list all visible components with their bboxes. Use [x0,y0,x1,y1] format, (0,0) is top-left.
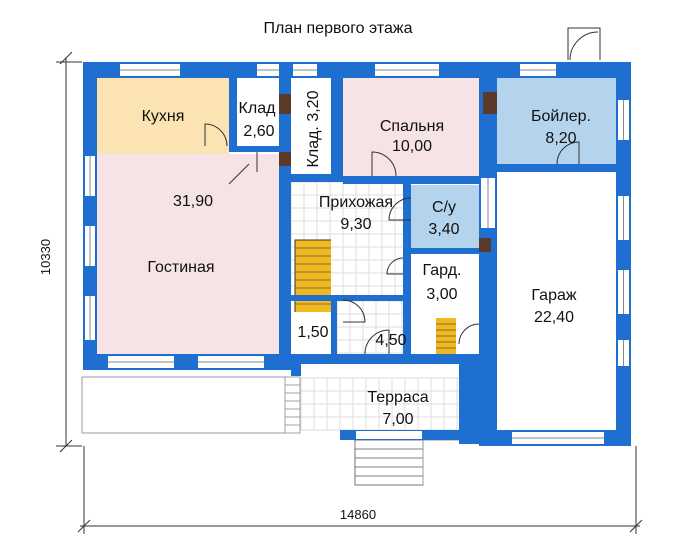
storage1-label: Клад [239,100,277,117]
left-steps [284,376,301,434]
door-kitchen [204,123,228,147]
kitchen-label: Кухня [142,108,185,125]
window-garage-right-1 [618,196,629,240]
garage-area: 22,40 [534,309,574,326]
windows [85,64,629,444]
window-living-bottom-2 [198,356,264,368]
kitchen-fill [97,78,229,154]
terrace-fill [300,377,475,433]
window-storage [257,64,279,76]
living-fill [97,154,279,354]
storage1-area: 2,60 [243,123,274,140]
door-outside [567,27,601,61]
bedroom-area: 10,00 [392,138,432,155]
window-living-bottom-1 [108,356,174,368]
window-living-left-1 [85,156,95,196]
bedroom-label: Спальня [380,118,444,135]
doors [204,27,601,355]
wardrobe-label: Гард. [423,262,462,279]
garage-label: Гараж [531,287,576,304]
boiler-fill [497,78,616,168]
window-boiler-right [618,100,629,140]
entrance-opening [356,431,422,439]
door-living [228,163,250,185]
living-label: Гостиная [147,259,214,276]
terrace-steps [354,439,424,486]
width-dimension: 14860 [340,507,376,522]
door-boiler [556,141,580,165]
vestibule-area: 4,50 [375,332,406,349]
window-garage-right-3 [618,340,629,366]
height-dimension: 10330 [38,239,53,275]
living-fill-top [97,154,229,184]
window-living-left-3 [85,296,95,340]
terrace-area: 7,00 [382,411,413,428]
boiler-label: Бойлер. [531,108,591,125]
door-wardrobe [386,257,404,275]
window-kitchen [120,64,180,76]
boiler-area: 8,20 [545,130,576,147]
window-garage-left [481,178,495,228]
door-bedroom [371,151,397,177]
small-stairs [436,318,456,354]
bathroom-fill [410,185,479,250]
window-boiler [520,64,556,76]
bathroom-label: С/у [432,199,456,216]
window-living-left-2 [85,226,95,266]
window-bedroom [375,64,439,76]
window-storage2 [293,64,317,76]
hall-area: 9,30 [340,216,371,233]
bedroom-fill [343,78,479,182]
wardrobe-area: 3,00 [426,286,457,303]
garage-door [512,432,604,444]
door-bathroom [388,197,412,221]
interior-stairs [294,239,331,312]
garage-fill [497,168,616,430]
chimneys [279,92,497,252]
terrace-label: Терраса [367,389,428,406]
bathroom-area: 3,40 [428,221,459,238]
door-vestibule [364,329,390,355]
room-fills [97,78,616,433]
dimension-lines [56,51,643,534]
plan-title: План первого этажа [264,20,413,37]
door-hall [342,299,366,323]
stair-area: 1,50 [297,324,328,341]
living-area: 31,90 [173,193,213,210]
window-garage-right-2 [618,270,629,314]
storage2-label: Клад. 3,20 [305,90,322,167]
door-garage [458,323,480,345]
hall-label: Прихожая [319,194,393,211]
